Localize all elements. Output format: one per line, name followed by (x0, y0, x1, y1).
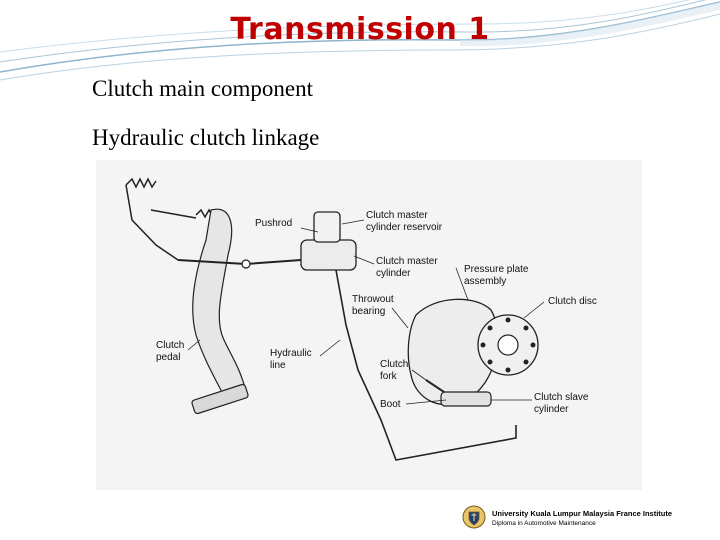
label-pressure-plate-line2: assembly (464, 276, 506, 287)
diagram-background (96, 160, 642, 490)
label-hydraulic-line2: line (270, 360, 286, 371)
label-reservoir-line2: cylinder reservoir (366, 222, 443, 233)
label-pushrod: Pushrod (255, 218, 292, 229)
label-hydraulic-line1: Hydraulic (270, 348, 312, 359)
label-master-line2: cylinder (376, 268, 411, 279)
pedal-pad-illustration (191, 383, 249, 415)
label-throwout-line1: Throwout (352, 294, 394, 305)
university-crest-icon (462, 505, 486, 529)
label-slave-line2: cylinder (534, 404, 569, 415)
pushrod-illustration (177, 259, 302, 266)
label-throwout-line2: bearing (352, 306, 385, 317)
label-pressure-plate-line1: Pressure plate (464, 264, 529, 275)
return-spring-illustration (125, 177, 157, 189)
label-pedal-line1: Clutch (156, 340, 184, 351)
label-pedal-line2: pedal (156, 352, 180, 363)
reservoir-illustration (313, 211, 341, 243)
footer-institution: University Kuala Lumpur Malaysia France … (462, 505, 720, 535)
hydraulic-line-illustration (335, 269, 517, 461)
subtitle-sub: Hydraulic clutch linkage (92, 125, 320, 150)
subtitle-main: Clutch main component (92, 76, 314, 101)
footer-program-name: Diploma in Automotive Maintenance (492, 520, 596, 527)
master-cylinder-illustration (300, 239, 357, 271)
label-fork-line2: fork (380, 371, 398, 382)
footer-institution-name: University Kuala Lumpur Malaysia France … (492, 509, 673, 518)
clutch-pedal-arm-illustration (192, 208, 247, 401)
slave-cylinder-illustration (440, 391, 492, 407)
label-fork-line1: Clutch (380, 359, 408, 370)
slide-title: Transmission 1 (230, 12, 490, 47)
label-master-line1: Clutch master (376, 256, 438, 267)
label-clutch-disc: Clutch disc (548, 296, 597, 307)
hydraulic-clutch-diagram: Pushrod Clutch master cylinder reservoir… (125, 177, 597, 461)
label-boot: Boot (380, 399, 401, 410)
label-slave-line1: Clutch slave (534, 392, 589, 403)
header-swoosh-decoration (0, 0, 720, 81)
label-reservoir-line1: Clutch master (366, 210, 428, 221)
